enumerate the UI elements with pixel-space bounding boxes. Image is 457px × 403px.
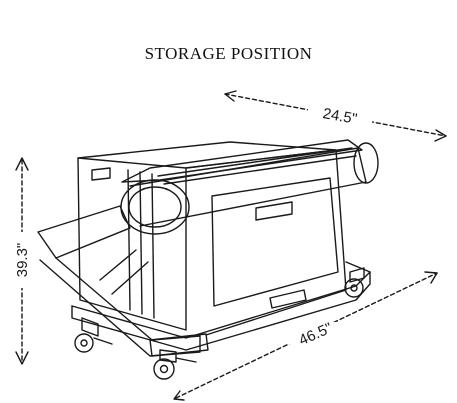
printer-housing: [120, 139, 379, 235]
height-arrowhead-top: [15, 157, 29, 171]
depth-label: 24.5": [321, 105, 358, 128]
width-arrowhead-left: [173, 390, 185, 401]
folded-support-leg: [37, 205, 209, 357]
support-leg-top: [37, 205, 131, 259]
casters: [74, 267, 365, 380]
diagram-title: STORAGE POSITION: [144, 44, 313, 63]
depth-arrowhead-left: [224, 90, 237, 102]
cabinet-door: [211, 177, 339, 307]
cabinet-handle: [255, 201, 293, 221]
paper-roll-tube: [129, 147, 367, 227]
cabinet: [77, 141, 347, 336]
depth-arrowhead-right: [434, 129, 447, 142]
caster-rear-right: [344, 267, 365, 298]
base-rail-bottom: [71, 271, 371, 351]
side-panel-line: [151, 173, 155, 319]
base-pedal: [269, 289, 307, 309]
depth-dimension: 24.5": [224, 90, 447, 142]
side-label-plate: [91, 167, 111, 181]
roll-end-cap-right: [353, 142, 379, 184]
support-leg-foot: [149, 333, 209, 357]
height-dimension: 39.3": [12, 157, 34, 365]
printer-cover-line: [163, 155, 357, 185]
side-panel-line: [139, 171, 143, 315]
support-leg-brace: [111, 261, 149, 295]
support-leg-brace: [99, 249, 137, 281]
caster-front-left: [74, 317, 113, 353]
width-arrowhead-right: [424, 271, 438, 284]
cabinet-left-side: [77, 157, 187, 331]
height-arrowhead-bottom: [15, 351, 29, 365]
cabinet-front: [185, 149, 347, 336]
height-label: 39.3": [14, 243, 31, 278]
caster-front-right: [153, 349, 197, 380]
roll-end-cap-left-inner: [128, 186, 182, 228]
roll-end-cap-left: [120, 179, 190, 235]
printer-cover-line: [157, 147, 353, 177]
support-leg-diagonal: [39, 257, 201, 357]
side-panel-line: [127, 169, 131, 311]
